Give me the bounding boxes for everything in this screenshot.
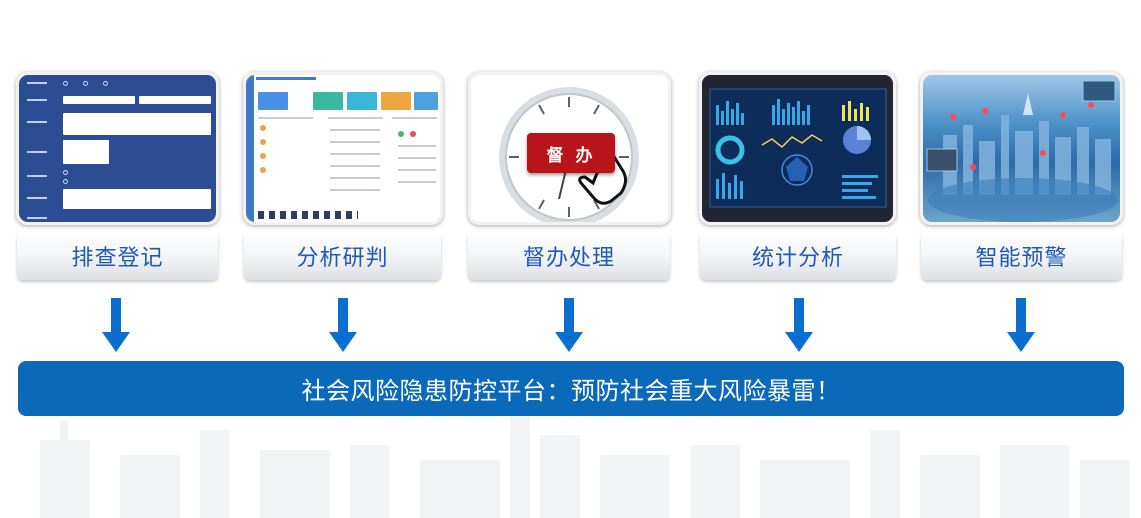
card-analysis [243,72,443,225]
card-registration [16,72,219,225]
platform-banner: 社会风险隐患防控平台：预防社会重大风险暴雷！ [18,361,1124,416]
down-arrow-icon [329,298,357,352]
down-arrow-icon [785,298,813,352]
dashboard-screenshot-image [246,75,440,222]
background-skyline [40,410,1130,518]
down-arrow-icon [1007,298,1035,352]
down-arrow-icon [555,298,583,352]
supervise-button: 督 办 [527,133,615,173]
card-statistics [699,72,896,225]
clock-supervise-image: 督 办 [471,75,668,222]
step-label-supervise: 督办处理 [468,232,670,280]
card-warning [920,72,1123,225]
step-label-statistics: 统计分析 [700,232,896,280]
form-screenshot-image [19,75,216,222]
card-supervise: 督 办 [468,72,671,225]
smart-city-image [923,75,1120,222]
step-label-warning: 智能预警 [921,232,1122,280]
step-label-registration: 排查登记 [17,232,218,280]
data-screens-image [702,75,893,222]
down-arrow-icon [102,298,130,352]
step-label-analysis: 分析研判 [244,232,441,280]
